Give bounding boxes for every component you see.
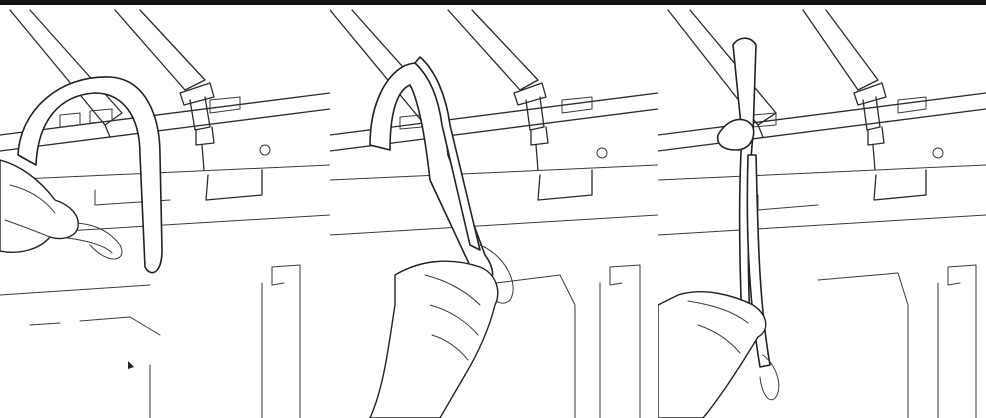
rail-clamp	[525, 96, 593, 201]
step-1-panel	[0, 5, 330, 418]
step-1-illustration	[0, 9, 330, 418]
ceiling-panel	[658, 92, 986, 159]
cabin-outline	[330, 164, 658, 418]
step-2-illustration	[330, 9, 658, 418]
hand	[369, 260, 499, 418]
hand	[658, 291, 767, 418]
step-2-panel	[330, 5, 658, 418]
ceiling-panel	[0, 92, 330, 156]
rail-clamp	[862, 96, 927, 201]
rail-clamp	[189, 96, 263, 201]
roof-rail	[667, 9, 887, 138]
roof-rail	[9, 9, 215, 138]
step-3-panel	[658, 5, 986, 418]
hand	[0, 159, 79, 253]
step-3-illustration	[658, 9, 986, 418]
cabin-outline	[658, 164, 986, 418]
top-rule	[0, 0, 986, 5]
